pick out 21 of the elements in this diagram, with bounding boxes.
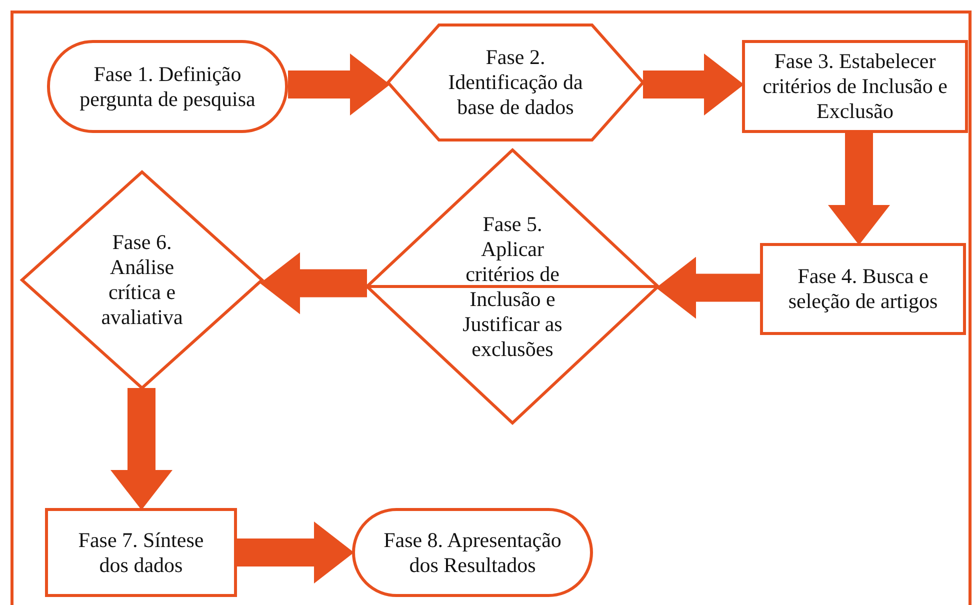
process-box	[760, 243, 966, 335]
phase-label: Fase 4. Busca e seleção de artigos	[787, 264, 939, 314]
process-box	[45, 508, 237, 597]
decision-diamond	[367, 150, 658, 423]
decision-diamond	[22, 172, 262, 388]
block-arrow	[656, 256, 760, 319]
block-arrow	[643, 54, 744, 116]
block-arrow	[828, 133, 890, 245]
phase-label: Fase 3. Estabelecer critérios de Inclusão e Exclusão	[762, 49, 948, 124]
phase-label: Fase 1. Definição pergunta de pesquisa	[78, 62, 256, 112]
phase-label: Fase 2. Identificação da base de dados	[448, 45, 583, 120]
block-arrow	[237, 522, 354, 584]
phase-label: Fase 7. Síntese dos dados	[77, 528, 205, 578]
block-arrow	[110, 388, 172, 510]
phase-label: Fase 6. Análise crítica e avaliativa	[100, 230, 184, 330]
phase-label: Fase 5. Aplicar critérios de Inclusão e Justificar as exclusões	[462, 212, 564, 362]
block-arrow	[288, 54, 390, 116]
hexagon-box	[388, 25, 643, 140]
phase-label: Fase 8. Apresentação dos Resultados	[382, 528, 562, 578]
block-arrow	[260, 252, 367, 314]
process-box	[742, 40, 968, 133]
